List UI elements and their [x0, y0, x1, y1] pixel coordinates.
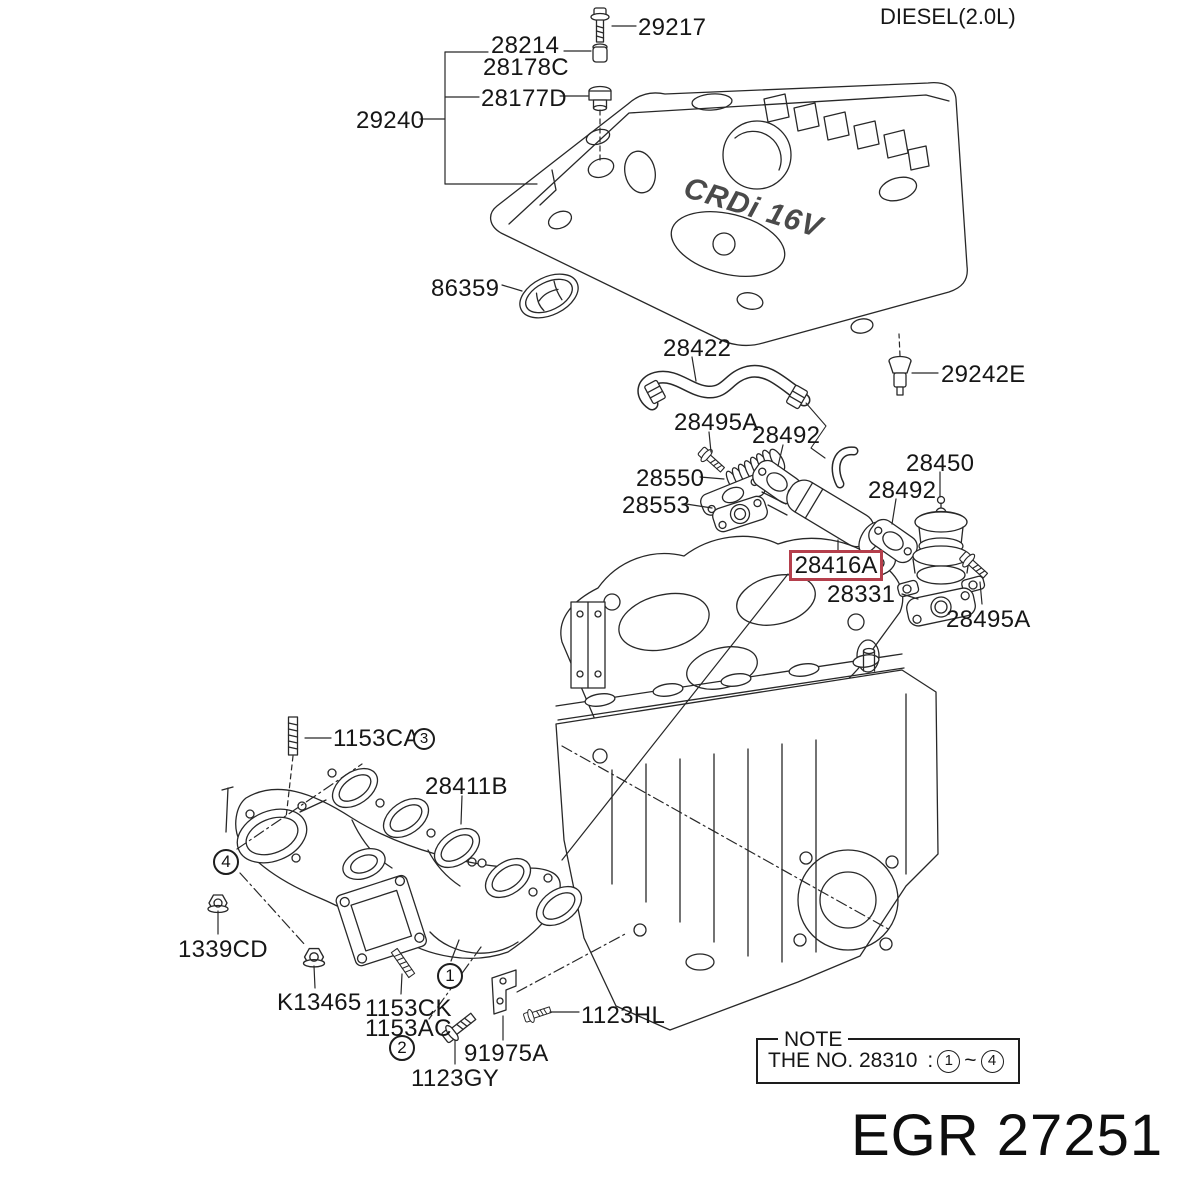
egr-valve-drawing	[897, 495, 986, 627]
manifold-gasket-drawing	[327, 767, 583, 927]
part-label-28422: 28422	[663, 335, 732, 362]
egr-pipe-assembly-drawing	[700, 446, 918, 577]
highlighted-part-label-28416A: 28416A	[789, 550, 883, 581]
part-label-28178C: 28178C	[483, 54, 569, 81]
part-label-28495A-upper: 28495A	[674, 409, 759, 436]
part-label-28450: 28450	[906, 450, 975, 477]
part-label-28495A-lower: 28495A	[946, 606, 1031, 633]
nut-K13465-icon	[302, 947, 326, 968]
gasket-28553-icon	[712, 495, 768, 533]
callout-3: 3	[413, 728, 435, 750]
callout-2: 2	[389, 1035, 415, 1061]
part-label-28492-right: 28492	[868, 477, 937, 504]
fastener-29242E-icon	[888, 355, 912, 396]
part-label-1123HL: 1123HL	[581, 1002, 666, 1029]
callout-1: 1	[437, 963, 463, 989]
grommet-28177D-icon	[588, 85, 612, 112]
part-label-29217: 29217	[638, 14, 707, 41]
hose-drawing	[637, 364, 827, 459]
part-label-28492-upper: 28492	[752, 422, 821, 449]
part-label-28411B: 28411B	[425, 773, 508, 800]
leader-lines	[217, 25, 983, 1065]
note-title: NOTE	[778, 1028, 849, 1052]
note-text: THE NO. 28310	[768, 1049, 918, 1072]
part-label-29242E: 29242E	[941, 361, 1026, 388]
part-label-86359: 86359	[431, 275, 500, 302]
part-label-1153CA: 1153CA	[333, 725, 420, 752]
part-label-1339CD: 1339CD	[178, 936, 268, 963]
bolt-29217-icon	[590, 7, 610, 43]
stud-1153CA-icon	[287, 716, 299, 756]
engine-variant-title: DIESEL(2.0L)	[880, 4, 1016, 29]
screw-1123HL-icon	[522, 1002, 553, 1025]
note-box: NOTE THE NO. 28310 : 1 ~ 4	[756, 1028, 1020, 1084]
part-label-28331: 28331	[827, 581, 896, 608]
part-label-28416A: 28416A	[794, 551, 878, 579]
part-label-29240: 29240	[356, 107, 425, 134]
part-label-1123GY: 1123GY	[411, 1065, 500, 1092]
diagram-code-caption: EGR 27251	[851, 1103, 1164, 1168]
note-separator: :	[927, 1049, 934, 1072]
part-label-28553: 28553	[622, 492, 691, 519]
part-label-K13465: K13465	[277, 989, 362, 1016]
part-label-91975A: 91975A	[464, 1040, 549, 1067]
part-label-28550: 28550	[636, 465, 705, 492]
callout-4: 4	[213, 849, 239, 875]
part-label-28214: 28214	[491, 32, 560, 59]
note-range-from: 1	[937, 1049, 961, 1073]
part-label-1153CK: 1153CK	[365, 995, 452, 1022]
intake-manifold-drawing	[235, 788, 561, 967]
bracket-91975A-icon	[491, 969, 517, 1015]
note-range-to: 4	[980, 1049, 1004, 1073]
nut-1339CD-icon	[207, 894, 229, 914]
note-tilde: ~	[964, 1049, 977, 1072]
part-label-28177D: 28177D	[481, 85, 567, 112]
pin-icon	[221, 786, 234, 833]
gasket-28331-icon	[906, 587, 976, 627]
grommet-28214-icon	[592, 43, 608, 63]
engine-block-drawing	[555, 535, 939, 1031]
engine-cover-drawing: CRDi 16V	[490, 82, 968, 347]
hyundai-logo-icon	[519, 273, 579, 319]
